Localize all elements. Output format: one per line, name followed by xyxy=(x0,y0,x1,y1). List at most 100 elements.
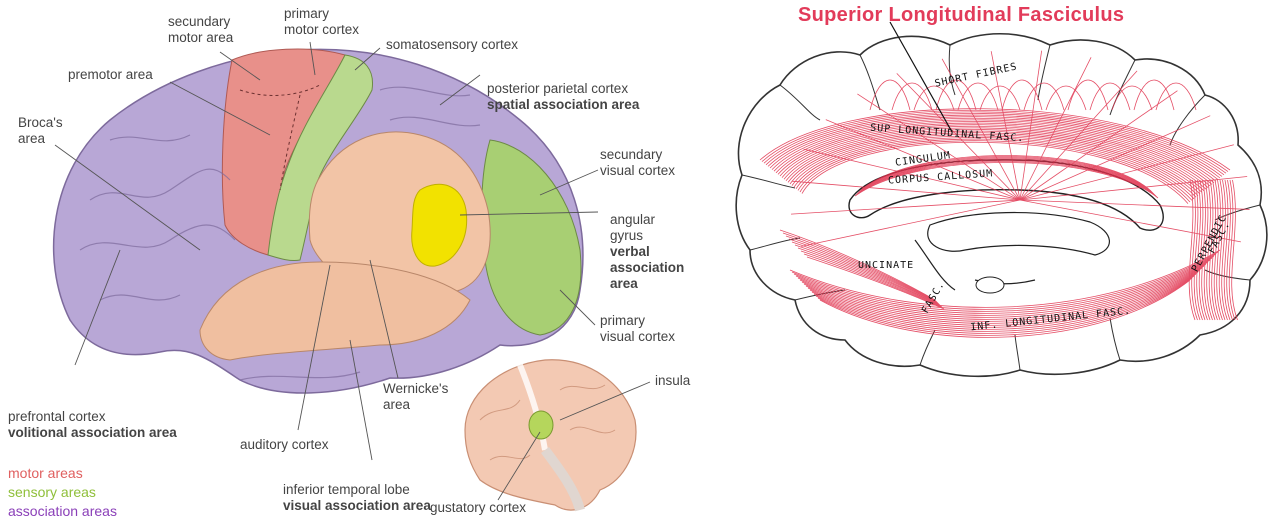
fibre-stroke xyxy=(815,275,1195,334)
fibre-stroke xyxy=(769,116,1221,179)
fibre-stroke xyxy=(896,73,1021,201)
fibre-bundles xyxy=(759,50,1250,338)
posterior-parietal-text: posterior parietal cortex xyxy=(487,81,629,96)
fibre-stroke xyxy=(990,51,1021,201)
prefrontal-label: prefrontal cortex volitional association… xyxy=(8,393,177,457)
somatosensory-label: somatosensory cortex xyxy=(386,37,519,52)
fibre-stroke xyxy=(856,160,1157,197)
fibre-stroke xyxy=(1001,79,1043,111)
fibre-stroke xyxy=(794,244,941,306)
legend-motor: motor areas xyxy=(8,465,83,481)
fibre-stroke xyxy=(1019,199,1250,210)
fibre-stroke xyxy=(801,199,1021,247)
fibre-stroke xyxy=(767,114,1223,177)
ventricle xyxy=(927,211,1110,256)
fibre-stroke xyxy=(771,117,1219,180)
fibre-stroke xyxy=(789,132,1201,195)
verbal-association-text: verbal association area xyxy=(610,244,685,291)
fibre-stroke xyxy=(801,141,1189,204)
fibre-stroke xyxy=(785,235,938,303)
fibre-stroke xyxy=(811,271,1199,330)
fibre-stroke xyxy=(1019,70,1138,201)
fibre-stroke xyxy=(791,180,1021,201)
brain-regions-diagram: secundary motor area primary motor corte… xyxy=(8,6,691,519)
fibre-stroke xyxy=(785,129,1205,192)
fibre-stroke xyxy=(797,257,1213,316)
fibre-stroke xyxy=(817,277,1193,336)
fibre-stroke xyxy=(1216,179,1223,321)
fibre-stroke xyxy=(1193,179,1201,321)
fibre-stroke xyxy=(1019,57,1092,201)
fibre-stroke xyxy=(1045,85,1087,111)
fibre-stroke xyxy=(1019,90,1178,201)
insula-label: insula xyxy=(655,373,691,388)
fibre-stroke xyxy=(869,79,911,111)
fibre-stroke xyxy=(1196,179,1203,321)
fibre-stroke xyxy=(801,261,1209,320)
fibre-stroke xyxy=(775,121,1215,184)
fibre-stroke xyxy=(854,162,1159,199)
fibre-stroke xyxy=(800,250,943,308)
fibre-stroke xyxy=(1191,179,1198,321)
fibre-stroke xyxy=(1213,179,1221,321)
fibre-stroke xyxy=(813,273,1197,332)
fibre-stroke xyxy=(1019,50,1043,201)
fibre-stroke xyxy=(765,113,1225,176)
fibre-stroke xyxy=(779,124,1211,187)
temporal-region xyxy=(199,261,471,361)
fibre-stroke xyxy=(858,158,1155,195)
fibre-stroke xyxy=(809,269,1201,328)
fibre-stroke xyxy=(793,135,1197,198)
secundary-visual-label: secundary visual cortex xyxy=(600,147,676,178)
fibre-stroke xyxy=(777,122,1213,185)
fibre-stroke xyxy=(1067,79,1109,111)
fibre-stroke xyxy=(763,111,1227,174)
fibre-stroke xyxy=(803,263,1207,322)
fasciculus-illustration xyxy=(735,21,1268,378)
somatosensory-region xyxy=(267,54,374,261)
inferior-temporal-label: inferior temporal lobe visual associatio… xyxy=(283,466,431,530)
fibre-stroke xyxy=(1211,179,1218,321)
fibre-stroke xyxy=(806,256,945,310)
insula-inset-brain xyxy=(464,359,637,512)
fibre-stroke xyxy=(1155,82,1197,111)
fibre-stroke xyxy=(855,161,1158,198)
fibre-stroke xyxy=(791,241,940,305)
gyral-folds xyxy=(741,44,1261,371)
fibre-stroke xyxy=(795,255,1215,314)
fibre-stroke xyxy=(797,247,942,307)
fibre-stroke xyxy=(1228,179,1236,321)
fibre-stroke xyxy=(1019,144,1234,201)
premotor-label: premotor area xyxy=(68,67,153,82)
fibre-stroke xyxy=(860,156,1153,193)
wernickes-label: Wernicke's area xyxy=(383,381,449,412)
fibre-stroke xyxy=(1089,82,1131,111)
fibre-stroke xyxy=(861,155,1152,192)
fibre-stroke xyxy=(797,138,1193,201)
inferior-temporal-text: inferior temporal lobe xyxy=(283,482,410,497)
fibre-stroke xyxy=(1218,179,1226,321)
fibre-stroke xyxy=(857,93,1021,201)
volitional-association-text: volitional association area xyxy=(8,425,177,440)
fibre-stroke xyxy=(1198,179,1206,321)
figure-title: Superior Longitudinal Fasciculus xyxy=(798,4,1125,26)
fibre-stroke xyxy=(1221,179,1228,321)
fibre-stroke xyxy=(805,265,1205,324)
leader-lines xyxy=(54,41,651,501)
fibre-stroke xyxy=(789,249,1221,308)
fibre-stroke xyxy=(790,199,1021,215)
angular-gyrus-text: angular gyrus xyxy=(610,212,656,243)
fasciculus-diagram: Superior Longitudinal Fasciculus SHORT F… xyxy=(720,0,1288,523)
fibre-stroke xyxy=(1111,85,1153,111)
fibre-stroke xyxy=(803,253,944,309)
visual-association-text: visual association area xyxy=(283,498,431,513)
fibre-stroke xyxy=(779,229,936,301)
fibre-stroke xyxy=(799,259,1211,318)
fibre-stroke xyxy=(819,279,1191,338)
legend-sensory: sensory areas xyxy=(8,484,96,500)
fibre-stroke xyxy=(1019,199,1241,243)
gustatory-label: gustatory cortex xyxy=(430,500,527,515)
legend-association: association areas xyxy=(8,503,117,519)
spatial-association-text: spatial association area xyxy=(487,97,640,112)
fibre-stroke xyxy=(1201,179,1208,321)
